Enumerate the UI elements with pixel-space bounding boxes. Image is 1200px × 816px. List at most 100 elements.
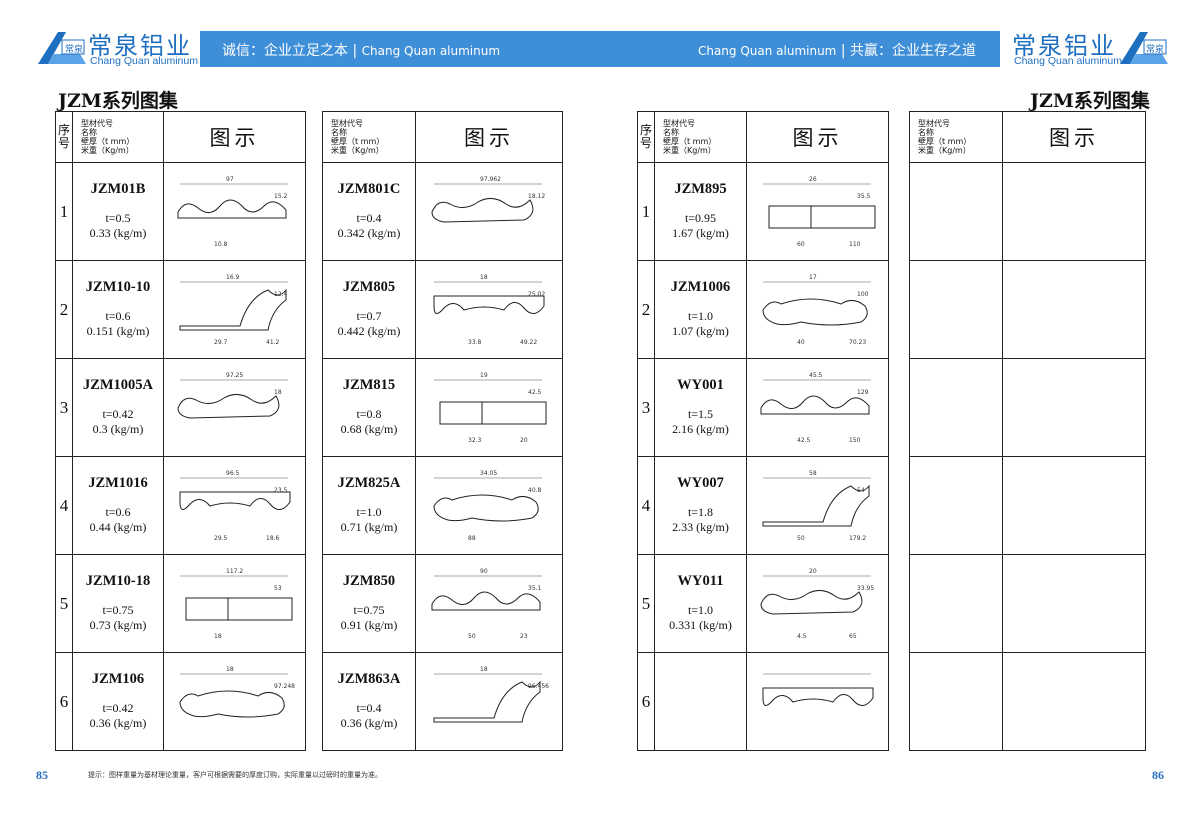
header-spec-code: 型材代号 bbox=[663, 119, 695, 128]
profile-weight: 0.73 (kg/m) bbox=[89, 618, 147, 632]
profile-thickness: t=1.5 bbox=[687, 407, 714, 421]
row-number: 3 bbox=[637, 358, 655, 457]
profile-weight: 0.331 (kg/m) bbox=[669, 618, 732, 632]
profile-thickness: t=0.75 bbox=[102, 603, 134, 617]
dimension-label: 50 bbox=[468, 633, 476, 640]
profile-weight: 0.442 (kg/m) bbox=[337, 324, 401, 338]
slogan-banner: 诚信：企业立足之本 | Chang Quan aluminum Chang Qu… bbox=[200, 31, 1000, 67]
slogan-sep-left: | bbox=[352, 43, 358, 59]
row-number: 6 bbox=[55, 652, 73, 751]
dimension-label: 40 bbox=[797, 339, 805, 346]
dimension-label: 129 bbox=[857, 389, 869, 396]
slogan-left-cn: 诚信：企业立足之本 bbox=[222, 43, 348, 59]
brand-name-cn: 常泉铝业 bbox=[88, 32, 192, 60]
dimension-label: 17 bbox=[809, 274, 817, 281]
profile-weight: 0.44 (kg/m) bbox=[89, 520, 147, 534]
dimension-label: 18.6 bbox=[266, 535, 280, 542]
column-gap bbox=[889, 359, 910, 457]
header-figure: 图示 bbox=[415, 111, 563, 163]
dimension-label: 29.7 bbox=[214, 339, 228, 346]
empty-spec-cell bbox=[909, 260, 1003, 359]
profile-outline bbox=[176, 393, 279, 419]
catalog-table-left: 序号 型材代号 名称 壁厚（t mm） 米重（Kg/m） 图示 型材代号 名称 … bbox=[55, 111, 563, 751]
dimension-label: 110 bbox=[849, 241, 861, 248]
dimension-label: 41.2 bbox=[266, 339, 280, 346]
dimension-label: 100 bbox=[857, 291, 869, 298]
page-number-right: 86 bbox=[1152, 768, 1164, 782]
profile-code: JZM895 bbox=[674, 181, 727, 197]
dimension-label: 53 bbox=[274, 585, 282, 592]
profile-outline bbox=[760, 395, 869, 414]
profile-code: JZM1005A bbox=[82, 377, 154, 393]
dimension-label: 150 bbox=[849, 437, 861, 444]
row-number: 4 bbox=[55, 456, 73, 555]
dimension-label: 25.02 bbox=[528, 291, 545, 298]
profile-weight: 0.68 (kg/m) bbox=[340, 422, 398, 436]
profile-outline bbox=[179, 491, 290, 510]
profile-code: JZM1016 bbox=[88, 475, 148, 491]
header-spec-code: 型材代号 bbox=[81, 119, 113, 128]
column-gap bbox=[889, 457, 910, 555]
profile-outline bbox=[762, 687, 873, 706]
empty-drawing-cell bbox=[1002, 358, 1146, 457]
profile-code: JZM825A bbox=[337, 475, 401, 491]
profile-thickness: t=1.8 bbox=[687, 505, 714, 519]
table-row: 6 bbox=[637, 652, 1146, 751]
header-spec-name: 名称 bbox=[331, 128, 347, 137]
header-spec-weight: 米重（Kg/m） bbox=[918, 146, 971, 155]
series-title-left: JZM系列图集 bbox=[58, 90, 178, 112]
row-number: 2 bbox=[55, 260, 73, 359]
series-title-right: JZM系列图集 bbox=[1030, 90, 1150, 112]
profile-code: JZM850 bbox=[342, 573, 396, 589]
column-gap bbox=[306, 359, 323, 457]
header-spec: 型材代号 名称 壁厚（t mm） 米重（Kg/m） bbox=[322, 111, 416, 163]
dimension-label: 15.2 bbox=[274, 193, 288, 200]
profile-outline bbox=[762, 484, 869, 526]
profile-weight: 0.342 (kg/m) bbox=[337, 226, 401, 240]
dimension-label: 42.5 bbox=[797, 437, 811, 444]
dimension-label: 35.1 bbox=[528, 585, 542, 592]
dimension-label: 90 bbox=[480, 568, 488, 575]
dimension-label: 34.05 bbox=[480, 470, 497, 477]
header-index: 序号 bbox=[55, 111, 73, 163]
profile-thickness: t=0.7 bbox=[356, 309, 382, 323]
column-gap bbox=[889, 163, 910, 261]
dimension-label: 32.3 bbox=[468, 437, 482, 444]
row-number: 5 bbox=[55, 554, 73, 653]
column-gap bbox=[889, 555, 910, 653]
brand-logo-left: 常泉 常泉铝业 Chang Quan aluminum bbox=[36, 24, 198, 74]
profile-code: WY011 bbox=[677, 573, 724, 589]
table-header-row: 序号 型材代号 名称 壁厚（t mm） 米重（Kg/m） 图示 型材代号 名称 … bbox=[55, 111, 563, 163]
profile-spec bbox=[654, 652, 747, 751]
logo-badge: 常泉 bbox=[65, 45, 84, 55]
header-index-label: 序号 bbox=[58, 123, 71, 150]
footer-note: 提示：图样重量为基材理论重量，客户可根据需要的厚度订购，实际重量以过磅时的重量为… bbox=[88, 771, 382, 779]
profile-weight: 1.67 (kg/m) bbox=[672, 226, 729, 240]
profile-outline bbox=[768, 205, 875, 228]
header-spec-code: 型材代号 bbox=[331, 119, 363, 128]
dimension-label: 20 bbox=[520, 437, 528, 444]
empty-drawing-cell bbox=[1002, 260, 1146, 359]
page-number-left: 85 bbox=[36, 768, 48, 782]
profile-drawing-cell bbox=[746, 652, 889, 751]
profile-drawing bbox=[762, 673, 873, 706]
catalog-table-right: 序号 型材代号 名称 壁厚（t mm） 米重（Kg/m） 图示 型材代号 名称 … bbox=[637, 111, 1146, 751]
